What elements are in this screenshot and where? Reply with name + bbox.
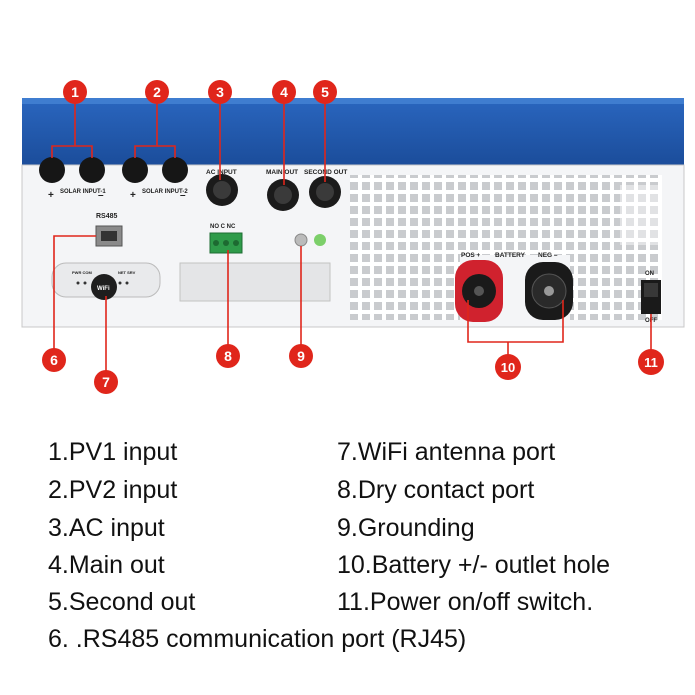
callout-7: 7 (94, 370, 118, 394)
legend-item-3: 3.AC input (48, 514, 165, 542)
no-c-nc-label: NO C NC (210, 224, 236, 230)
on-label: ON (645, 271, 654, 277)
top-casing (22, 98, 684, 170)
legend-item-11: 11.Power on/off switch. (337, 588, 594, 616)
legend-item-9: 9.Grounding (337, 514, 475, 542)
solar1-plus: + (48, 190, 54, 201)
legend-item-2: 2.PV2 input (48, 476, 178, 504)
callout-10: 10 (495, 354, 521, 380)
legend-item-7: 7.WiFi antenna port (337, 438, 556, 466)
solar1-label: SOLAR INPUT-1 (60, 189, 106, 195)
pwr-com-label: PWR COM (72, 270, 92, 275)
callout-9: 9 (289, 344, 313, 368)
ac-input-label: AC INPUT (206, 169, 237, 176)
battery-positive-terminal (455, 260, 503, 322)
legend-item-8: 8.Dry contact port (337, 476, 535, 504)
legend-item-5: 5.Second out (48, 588, 196, 616)
svg-text:10: 10 (501, 360, 515, 375)
net-srv-label: NET SRV (118, 270, 136, 275)
solar2-plus: + (130, 190, 136, 201)
legend-item-6: 6. .RS485 communication port (RJ45) (48, 625, 467, 653)
solar2-minus: – (180, 190, 186, 201)
legend-item-1: 1.PV1 input (48, 438, 178, 466)
callout-11: 11 (638, 349, 664, 375)
main-out-label: MAIN OUT (266, 169, 298, 176)
callout-5: 5 (313, 80, 337, 104)
solar-input-2-terminals (122, 157, 188, 183)
solar-input-1-terminals (39, 157, 105, 183)
svg-text:11: 11 (644, 355, 658, 370)
svg-text:7: 7 (102, 374, 110, 390)
svg-text:4: 4 (280, 84, 288, 100)
callout-lines (51, 103, 652, 372)
callout-8: 8 (216, 344, 240, 368)
svg-text:8: 8 (224, 348, 232, 364)
legend: 1.PV1 input 2.PV2 input 3.AC input 4.Mai… (0, 430, 695, 695)
callout-1: 1 (63, 80, 87, 104)
callout-6: 6 (42, 348, 66, 372)
svg-text:1: 1 (71, 84, 79, 100)
legend-item-10: 10.Battery +/- outlet hole (337, 551, 611, 579)
solar2-label: SOLAR INPUT-2 (142, 189, 188, 195)
solar1-minus: – (98, 190, 104, 201)
callout-4: 4 (272, 80, 296, 104)
wifi-antenna-port (91, 274, 117, 300)
wifi-label: WiFi (97, 286, 110, 292)
main-out-gland (267, 179, 299, 211)
neg-label: NEG – (538, 252, 558, 259)
legend-item-4: 4.Main out (48, 551, 165, 579)
battery-label: BATTERY (495, 252, 526, 259)
callout-2: 2 (145, 80, 169, 104)
inverter-diagram: + SOLAR INPUT-1 – + SOLAR INPUT-2 – AC I… (21, 80, 685, 394)
fan-grille (350, 175, 662, 255)
svg-text:3: 3 (216, 84, 224, 100)
rs485-label: RS485 (96, 213, 118, 220)
battery-negative-terminal (525, 262, 573, 320)
svg-text:9: 9 (297, 348, 305, 364)
callout-3: 3 (208, 80, 232, 104)
ac-input-gland (206, 174, 238, 206)
blank-plate (179, 262, 331, 302)
second-out-gland (309, 176, 341, 208)
grounding-screw (294, 233, 308, 247)
svg-text:6: 6 (50, 352, 58, 368)
svg-text:2: 2 (153, 84, 161, 100)
svg-text:5: 5 (321, 84, 329, 100)
pos-label: POS + (461, 252, 481, 259)
